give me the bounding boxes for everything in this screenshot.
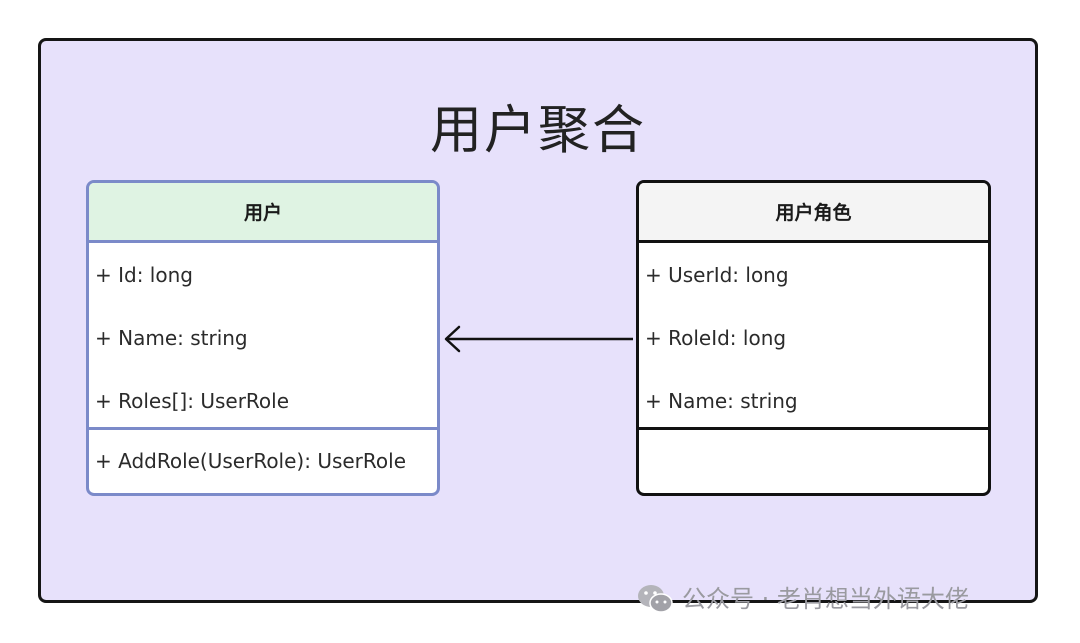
attribute-roles: + Roles[]: UserRole [95, 389, 290, 413]
attribute-role-id: + RoleId: long [645, 326, 787, 350]
attribute-name: + Name: string [95, 326, 248, 350]
watermark-text: 公众号 · 老肖想当外语大佬 [682, 585, 969, 613]
attribute-role-name: + Name: string [645, 389, 798, 413]
attribute-user-id: + UserId: long [645, 263, 789, 287]
method-add-role: + AddRole(UserRole): UserRole [95, 449, 406, 473]
class-user-role-name: 用户角色 [639, 183, 988, 243]
attribute-id: + Id: long [95, 263, 193, 287]
watermark: 公众号 · 老肖想当外语大佬 [636, 582, 969, 616]
class-user-methods: + AddRole(UserRole): UserRole [89, 430, 437, 493]
class-user-role-attributes: + UserId: long + RoleId: long + Name: st… [639, 243, 988, 430]
class-user-name: 用户 [89, 183, 437, 243]
wechat-icon [638, 585, 673, 613]
class-user[interactable]: 用户 + Id: long + Name: string + Roles[]: … [86, 180, 440, 496]
aggregate-title: 用户聚合 [429, 101, 646, 161]
class-user-role[interactable]: 用户角色 + UserId: long + RoleId: long + Nam… [636, 180, 991, 496]
class-user-attributes: + Id: long + Name: string + Roles[]: Use… [89, 243, 437, 430]
